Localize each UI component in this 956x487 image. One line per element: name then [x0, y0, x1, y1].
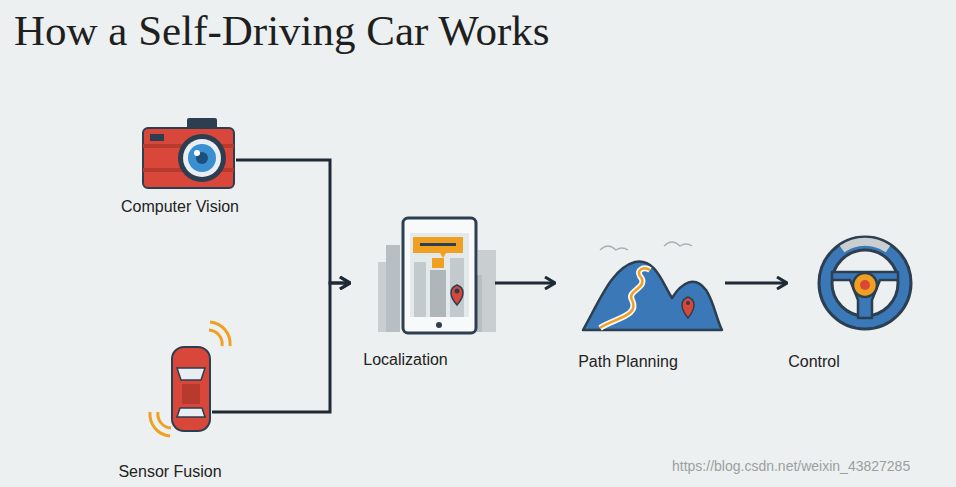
flow-arrow — [212, 283, 350, 412]
icon-node: Path Planning — [555, 240, 725, 335]
watermark: https://blog.csdn.net/weixin_43827285 — [672, 458, 910, 474]
icon-node: Control — [787, 233, 937, 333]
step-label: Path Planning — [578, 353, 678, 371]
step-label: Control — [788, 353, 840, 371]
step-label: Sensor Fusion — [118, 463, 221, 481]
steering-wheel-icon — [819, 237, 911, 329]
icon-node: Computer Vision — [140, 116, 236, 190]
icon-node: Localization — [350, 215, 495, 335]
map-phone-icon — [378, 218, 496, 333]
step-label: Computer Vision — [121, 198, 239, 216]
flow-arrow — [236, 160, 350, 283]
flow-arrow — [725, 282, 787, 285]
car-icon — [150, 322, 230, 436]
mountain-path-icon — [583, 242, 722, 330]
flow-arrow — [495, 282, 555, 285]
step-label: Localization — [363, 351, 448, 369]
icon-node: Sensor Fusion — [168, 345, 212, 433]
camera-icon — [143, 118, 234, 188]
diagram-title: How a Self-Driving Car Works — [14, 6, 550, 55]
